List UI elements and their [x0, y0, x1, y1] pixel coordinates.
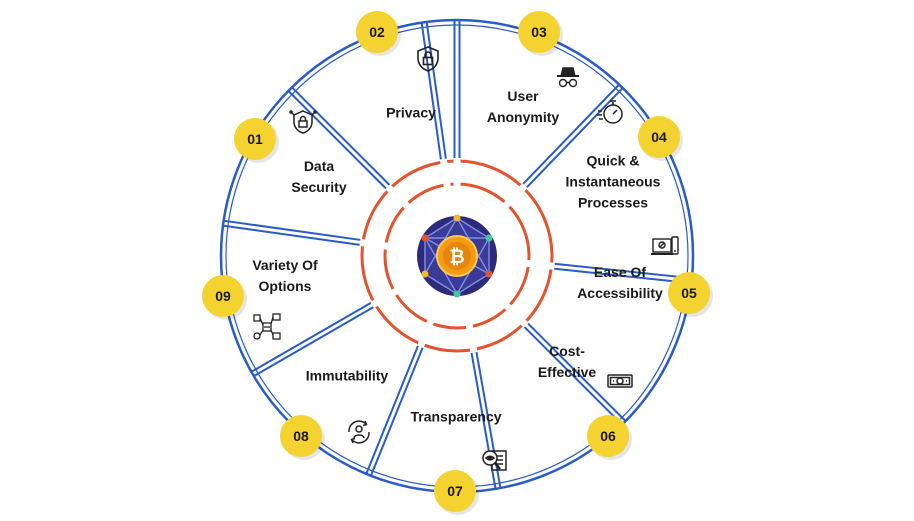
segment-label: Cost- Effective	[537, 343, 597, 380]
segment-divider-line	[551, 267, 692, 285]
segment-number-badge: 03	[518, 11, 560, 53]
segment-divider-line	[425, 21, 448, 162]
banknote-icon	[605, 366, 635, 396]
ring-gap	[526, 259, 555, 270]
svg-text:₿: ₿	[449, 247, 464, 268]
segment-divider-line	[420, 22, 443, 163]
bitcoin-network-icon: ₿	[417, 214, 497, 298]
ring-gap	[359, 238, 389, 250]
ring-gap	[417, 319, 435, 349]
segment-label: Ease Of Accessibility	[577, 264, 663, 301]
segment-divider-line	[291, 86, 393, 188]
ring-gap	[504, 303, 529, 328]
user-refresh-icon	[344, 417, 374, 447]
segment-divider-line	[250, 300, 374, 373]
ring-gap	[465, 324, 478, 354]
segment-label: Quick & Instantaneous Processes	[565, 152, 661, 211]
segment-number-badge: 05	[668, 272, 710, 314]
ring-gap	[503, 183, 528, 209]
segment-number-badge: 07	[434, 470, 476, 512]
segment-number-badge: 08	[280, 415, 322, 457]
ring-gap	[439, 158, 451, 188]
segment-label: Transparency	[410, 408, 502, 425]
magnifier-document-icon	[479, 445, 509, 475]
shield-padlock-icon	[413, 44, 443, 74]
ring-gap	[385, 184, 410, 209]
segment-label: Data Security	[291, 158, 347, 195]
segment-divider-line	[520, 83, 620, 187]
segment-divider-line	[253, 304, 377, 378]
segment-number-badge: 09	[202, 275, 244, 317]
devices-icon	[650, 232, 680, 262]
segment-divider-line	[223, 219, 364, 242]
flowchart-icon	[252, 312, 282, 342]
ring-gap	[370, 287, 399, 309]
segment-divider-line	[287, 90, 389, 192]
segment-label: Immutability	[305, 367, 389, 384]
segment-divider-line	[222, 224, 363, 247]
segment-number-badge: 01	[234, 118, 276, 160]
segment-label: Variety Of Options	[252, 257, 318, 294]
segment-number-badge: 02	[356, 11, 398, 53]
stopwatch-icon	[596, 97, 626, 127]
segment-number-badge: 06	[587, 415, 629, 457]
segment-label: Privacy	[386, 104, 436, 121]
segment-divider-line	[365, 342, 421, 475]
segment-divider-line	[369, 344, 425, 477]
segment-divider-line	[521, 324, 623, 426]
segment-label: User Anonymity	[486, 88, 560, 125]
segment-divider-line	[525, 320, 627, 422]
shield-lock-icon	[288, 107, 318, 137]
incognito-icon	[553, 62, 583, 92]
orange-ring-gaps	[359, 158, 555, 354]
segment-divider-line	[551, 262, 693, 280]
segment-divider-line	[524, 87, 624, 191]
segment-number-badge: 04	[638, 116, 680, 158]
